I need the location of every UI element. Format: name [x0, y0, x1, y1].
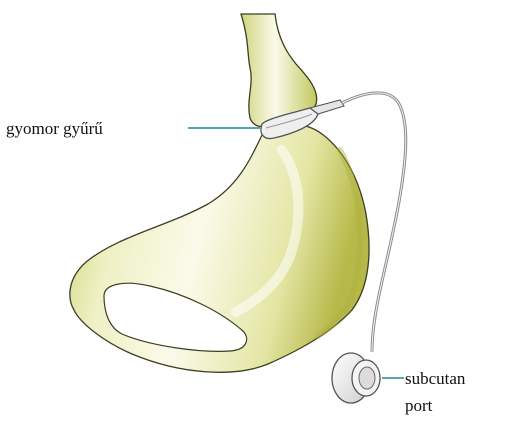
band-label: gyomor gyűrű	[6, 119, 103, 138]
port-label-line1: subcutan	[405, 369, 466, 388]
subcutaneous-port	[332, 353, 380, 403]
port-label-line2: port	[405, 396, 433, 415]
